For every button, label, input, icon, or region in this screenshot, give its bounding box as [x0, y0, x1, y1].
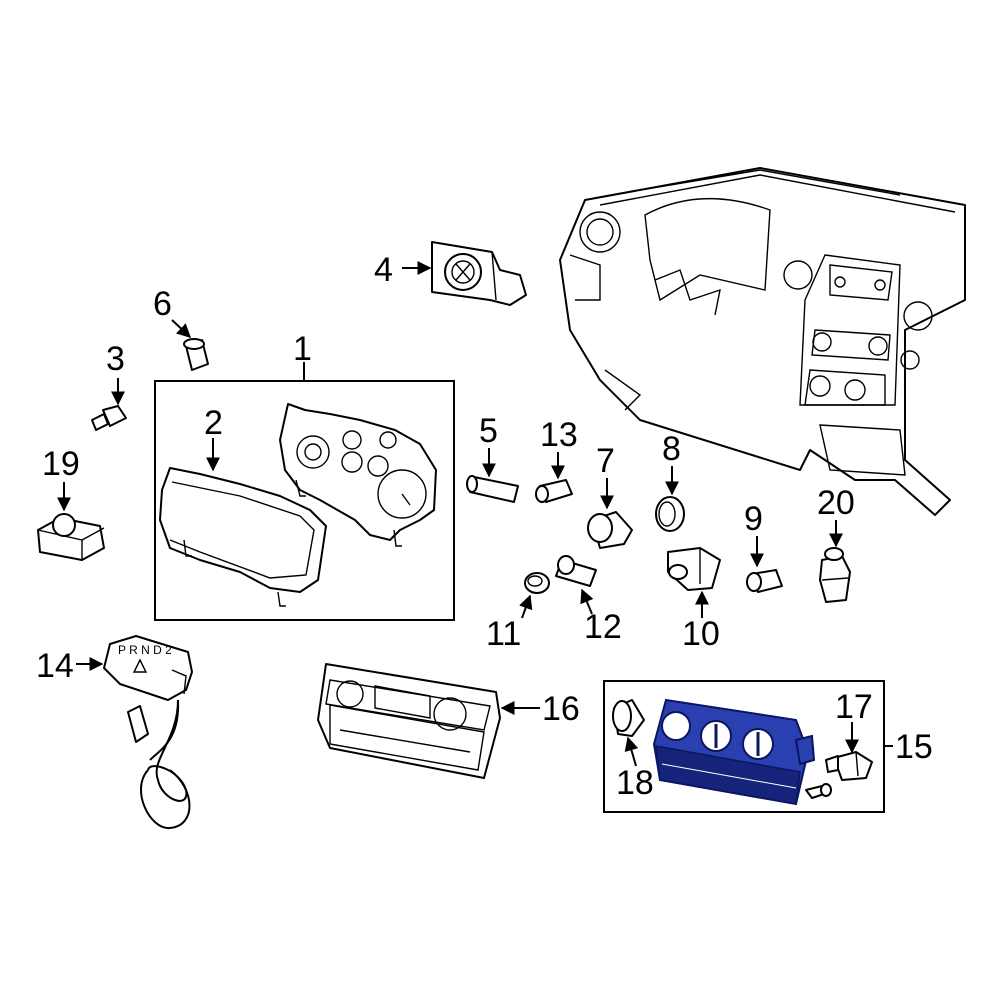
callout-16: 16: [542, 690, 580, 728]
callout-20: 20: [817, 484, 855, 522]
callout-17: 17: [835, 688, 873, 726]
callout-12: 12: [584, 608, 622, 646]
part-20-switch: [819, 547, 851, 603]
part-8-cap: [655, 496, 685, 532]
shift-indicator-text: P R N D 2: [118, 643, 172, 657]
part-12-tube: [555, 555, 597, 587]
callout-10: 10: [682, 615, 720, 653]
callout-3: 3: [106, 340, 125, 378]
callout-2: 2: [204, 404, 223, 442]
part-16-radio-bezel: [317, 663, 501, 779]
part-15-climate-control-panel: [652, 698, 816, 806]
part-7-knob: [587, 511, 633, 549]
callout-18: 18: [616, 764, 654, 802]
dashboard-illustration: [559, 167, 966, 516]
part-13-bulb: [535, 479, 573, 503]
callout-13: 13: [540, 416, 578, 454]
callout-14: 14: [36, 647, 74, 685]
callout-4: 4: [374, 251, 393, 289]
callout-7: 7: [596, 442, 615, 480]
callout-8: 8: [662, 430, 681, 468]
part-4-switch-housing: [431, 241, 527, 306]
part-11-cap: [524, 572, 550, 594]
callout-9: 9: [744, 500, 763, 538]
callout-15: 15: [895, 728, 933, 766]
callout-19: 19: [42, 445, 80, 483]
part-2-cluster-lens: [159, 467, 327, 607]
part-9-bulb: [746, 569, 783, 593]
part-14-shift-indicator: P R N D 2: [103, 635, 193, 830]
part-19-sensor-module: [37, 513, 105, 561]
part-17-sensor: [825, 751, 873, 781]
callout-6: 6: [153, 285, 172, 323]
callout-1: 1: [293, 330, 312, 368]
part-18-knob: [612, 699, 645, 737]
part-3-bulb-socket: [91, 405, 127, 431]
callout-5: 5: [479, 412, 498, 450]
screw: [805, 783, 832, 799]
part-5-tube: [466, 475, 519, 503]
callout-11: 11: [486, 615, 521, 653]
part-6-knob: [183, 338, 209, 371]
part-1-gauge-face: [279, 403, 437, 547]
part-10-bracket: [667, 547, 721, 591]
